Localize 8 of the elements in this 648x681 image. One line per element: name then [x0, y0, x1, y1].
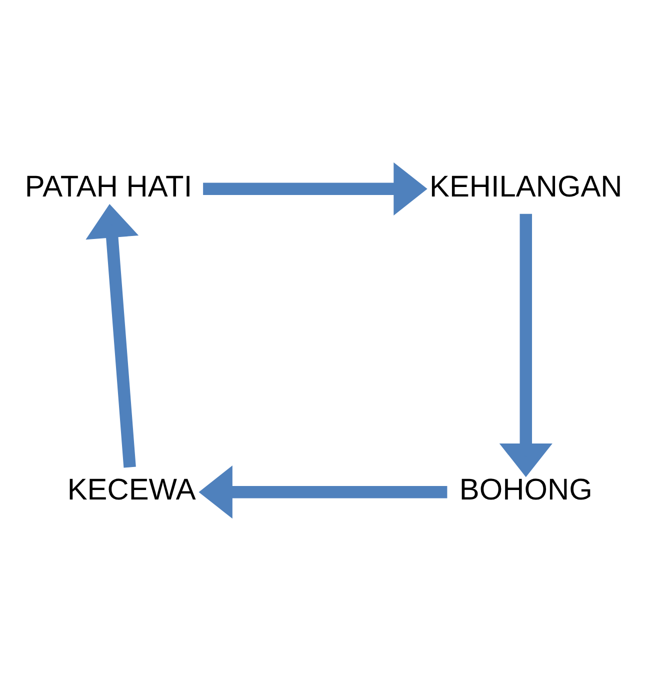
arrow — [499, 214, 552, 478]
node-text: KEHILANGAN — [429, 170, 622, 204]
arrow — [86, 204, 139, 468]
node-text: PATAH HATI — [24, 170, 192, 204]
node-text: BOHONG — [459, 474, 592, 507]
arrow — [203, 162, 428, 216]
arrow — [198, 466, 448, 519]
node-text: KECEWA — [67, 474, 196, 507]
